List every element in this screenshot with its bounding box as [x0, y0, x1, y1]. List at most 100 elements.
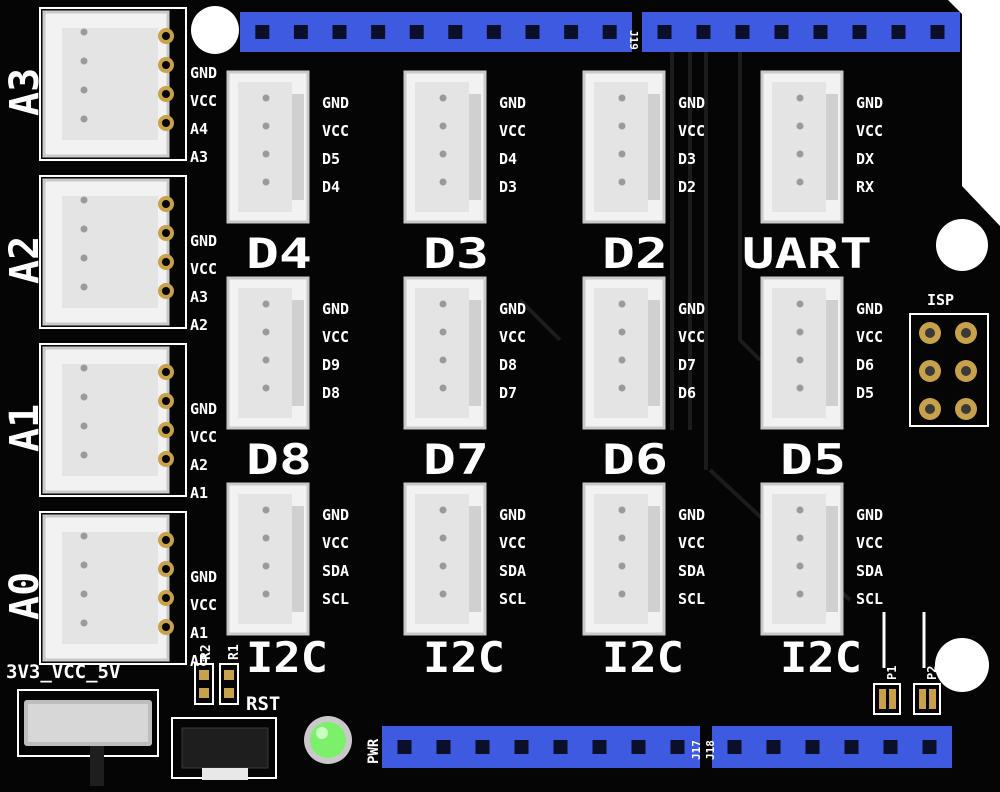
header-socket[interactable] [475, 740, 490, 754]
header-socket[interactable] [409, 25, 424, 39]
header-socket[interactable] [525, 25, 540, 39]
pin-label: GND [499, 94, 526, 112]
header-socket[interactable] [602, 25, 617, 39]
pin-label: D3 [499, 178, 517, 196]
grove-connector[interactable] [760, 70, 844, 224]
port-label: D5 [780, 435, 846, 484]
power-select-switch[interactable] [17, 689, 159, 786]
pin-label: GND [856, 300, 883, 318]
pin-label: A1 [190, 484, 208, 502]
grove-connector[interactable] [582, 482, 666, 636]
pin-label: A1 [190, 624, 208, 642]
port-label: A1 [2, 404, 48, 452]
grove-connector[interactable] [582, 276, 666, 430]
header-socket[interactable] [696, 25, 711, 39]
pin-label: SDA [322, 562, 349, 580]
pin-label: GND [499, 506, 526, 524]
grove-connector[interactable] [582, 70, 666, 224]
pin-label: A3 [190, 148, 208, 166]
pin-label: D4 [322, 178, 340, 196]
grove-connector[interactable] [39, 343, 187, 497]
header-socket[interactable] [514, 740, 529, 754]
grove-connector[interactable] [760, 482, 844, 636]
header-socket[interactable] [371, 25, 386, 39]
pin-label: VCC [678, 328, 705, 346]
port-label: A2 [2, 236, 48, 284]
header-top-left [240, 12, 632, 52]
pin-label: D4 [499, 150, 517, 168]
header-socket[interactable] [332, 25, 347, 39]
header-label-j17: J17 [690, 740, 703, 760]
grove-connector[interactable] [403, 276, 487, 430]
pin-label: SCL [678, 590, 705, 608]
pin-label: D2 [678, 178, 696, 196]
grove-connector[interactable] [403, 482, 487, 636]
header-socket[interactable] [813, 25, 828, 39]
grove-connector[interactable] [39, 175, 187, 329]
header-socket[interactable] [657, 25, 672, 39]
grove-connector[interactable] [403, 70, 487, 224]
grove-connector[interactable] [226, 276, 310, 430]
pin-label: GND [322, 300, 349, 318]
port-label: I2C [780, 633, 862, 682]
header-socket[interactable] [922, 740, 937, 754]
header-socket[interactable] [930, 25, 945, 39]
header-socket[interactable] [805, 740, 820, 754]
port-label: D3 [423, 229, 489, 278]
header-socket[interactable] [564, 25, 579, 39]
header-socket[interactable] [844, 740, 859, 754]
pin-label: D9 [322, 356, 340, 374]
header-socket[interactable] [891, 25, 906, 39]
header-socket[interactable] [255, 25, 270, 39]
header-socket[interactable] [436, 740, 451, 754]
header-socket[interactable] [486, 25, 501, 39]
mounting-hole [935, 638, 989, 692]
pin-label: D5 [856, 384, 874, 402]
header-socket[interactable] [735, 25, 750, 39]
pin-label: D6 [856, 356, 874, 374]
pin-label: GND [856, 506, 883, 524]
header-socket[interactable] [293, 25, 308, 39]
reset-button[interactable] [171, 717, 277, 780]
header-top-right [642, 12, 960, 52]
pin-label: GND [678, 94, 705, 112]
header-socket[interactable] [727, 740, 742, 754]
header-socket[interactable] [631, 740, 646, 754]
grove-connector[interactable] [39, 7, 187, 161]
pin-label: VCC [856, 122, 883, 140]
isp-label: ISP [927, 291, 954, 309]
grove-connector[interactable] [760, 276, 844, 430]
header-socket[interactable] [397, 740, 412, 754]
jumper-label-p2: P2 [925, 666, 939, 680]
port-label: I2C [423, 633, 505, 682]
header-body [712, 726, 952, 768]
pin-label: D7 [499, 384, 517, 402]
header-socket[interactable] [448, 25, 463, 39]
pin-label: D6 [678, 384, 696, 402]
header-socket[interactable] [766, 740, 781, 754]
pin-label: GND [322, 506, 349, 524]
power-led [304, 716, 352, 764]
header-body [382, 726, 700, 768]
pin-label: A2 [190, 316, 208, 334]
header-socket[interactable] [774, 25, 789, 39]
header-socket[interactable] [883, 740, 898, 754]
header-socket[interactable] [670, 740, 685, 754]
header-socket[interactable] [553, 740, 568, 754]
pin-label: VCC [190, 428, 217, 446]
header-socket[interactable] [852, 25, 867, 39]
grove-connector[interactable] [226, 482, 310, 636]
header-socket[interactable] [592, 740, 607, 754]
jumpers: P1 P2 [873, 612, 941, 715]
grove-connector[interactable] [39, 511, 187, 665]
power-label: PWR [366, 738, 382, 764]
analog-ports: GNDVCCA4A3A3GNDVCCA3A2A2GNDVCCA2A1A1GNDV… [2, 7, 217, 670]
mounting-hole [191, 6, 239, 54]
grove-connector[interactable] [226, 70, 310, 224]
